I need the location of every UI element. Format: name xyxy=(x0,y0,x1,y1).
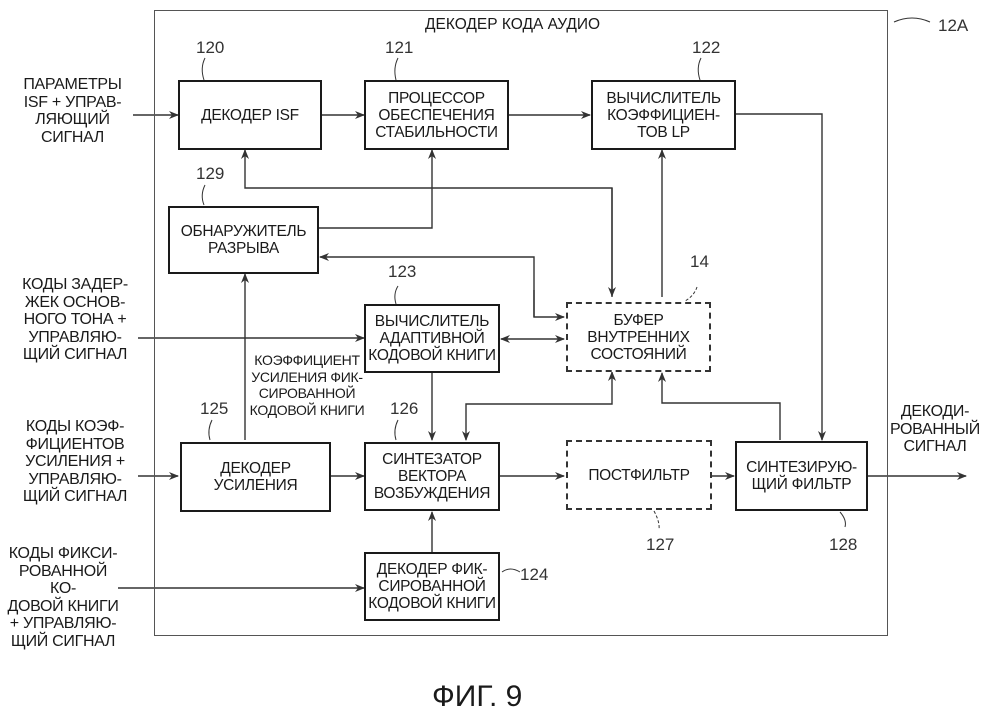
ref-14: 14 xyxy=(690,252,709,271)
block-isf-decoder[interactable]: ДЕКОДЕР ISF xyxy=(178,80,322,150)
block-gap-detector[interactable]: ОБНАРУЖИТЕЛЬ РАЗРЫВА xyxy=(168,206,319,274)
block-lp-calculator[interactable]: ВЫЧИСЛИТЕЛЬ КОЭФФИЦИЕН- ТОВ LP xyxy=(591,80,736,150)
arrow-gap-to-stability xyxy=(318,149,436,229)
ref-121: 121 xyxy=(385,38,414,57)
ref-120: 120 xyxy=(196,38,225,57)
block-state-buffer[interactable]: БУФЕР ВНУТРЕННИХ СОСТОЯНИЙ xyxy=(566,302,711,372)
input-gain-label: КОДЫ КОЭФ- ФИЦИЕНТОВ УСИЛЕНИЯ + УПРАВЛЯЮ… xyxy=(22,418,128,505)
block-gain-decoder[interactable]: ДЕКОДЕР УСИЛЕНИЯ xyxy=(180,442,331,512)
output-label: ДЕКОДИ- РОВАННЫЙ СИГНАЛ xyxy=(890,403,980,455)
input-pitch-label: КОДЫ ЗАДЕР- ЖЕК ОСНОВ- НОГО ТОНА + УПРАВ… xyxy=(22,276,128,363)
arrow-lp-to-synth xyxy=(736,113,826,441)
frame-ref: 12A xyxy=(938,16,969,35)
gain-annotation: КОЭФФИЦИЕНТ УСИЛЕНИЯ ФИК- СИРОВАННОЙ КОД… xyxy=(249,352,365,418)
block-synthesis-filter[interactable]: СИНТЕЗИРУЮ- ЩИЙ ФИЛЬТР xyxy=(735,441,868,511)
input-isf-label: ПАРАМЕТРЫ ISF + УПРАВ- ЛЯЮЩИЙ СИГНАЛ xyxy=(23,76,122,146)
block-fixed-codebook-decoder[interactable]: ДЕКОДЕР ФИК- СИРОВАННОЙ КОДОВОЙ КНИГИ xyxy=(364,552,500,621)
block-stability-processor[interactable]: ПРОЦЕССОР ОБЕСПЕЧЕНИЯ СТАБИЛЬНОСТИ xyxy=(364,80,509,150)
audio-decoder-frame xyxy=(154,10,888,636)
block-excitation-synthesizer[interactable]: СИНТЕЗАТОР ВЕКТОРА ВОЗБУЖДЕНИЯ xyxy=(364,442,500,511)
arrow-buffer-exc xyxy=(462,371,616,441)
ref-124: 124 xyxy=(520,565,549,584)
ref-128: 128 xyxy=(829,535,858,554)
input-fixed-label: КОДЫ ФИКСИ- РОВАННОЙ КО- ДОВОЙ КНИГИ + У… xyxy=(7,545,119,650)
ref-125: 125 xyxy=(200,399,229,418)
ref-122: 122 xyxy=(692,38,721,57)
ref-129: 129 xyxy=(196,164,225,183)
ref-123: 123 xyxy=(388,262,417,281)
frame-title: ДЕКОДЕР КОДА АУДИО xyxy=(425,16,601,33)
block-adaptive-codebook[interactable]: ВЫЧИСЛИТЕЛЬ АДАПТИВНОЙ КОДОВОЙ КНИГИ xyxy=(364,304,500,373)
arrow-synth-to-buffer xyxy=(658,372,781,440)
figure-label: ФИГ. 9 xyxy=(432,680,523,713)
ref-127: 127 xyxy=(646,535,675,554)
block-postfilter[interactable]: ПОСТФИЛЬТР xyxy=(566,440,712,510)
ref-126: 126 xyxy=(390,399,419,418)
